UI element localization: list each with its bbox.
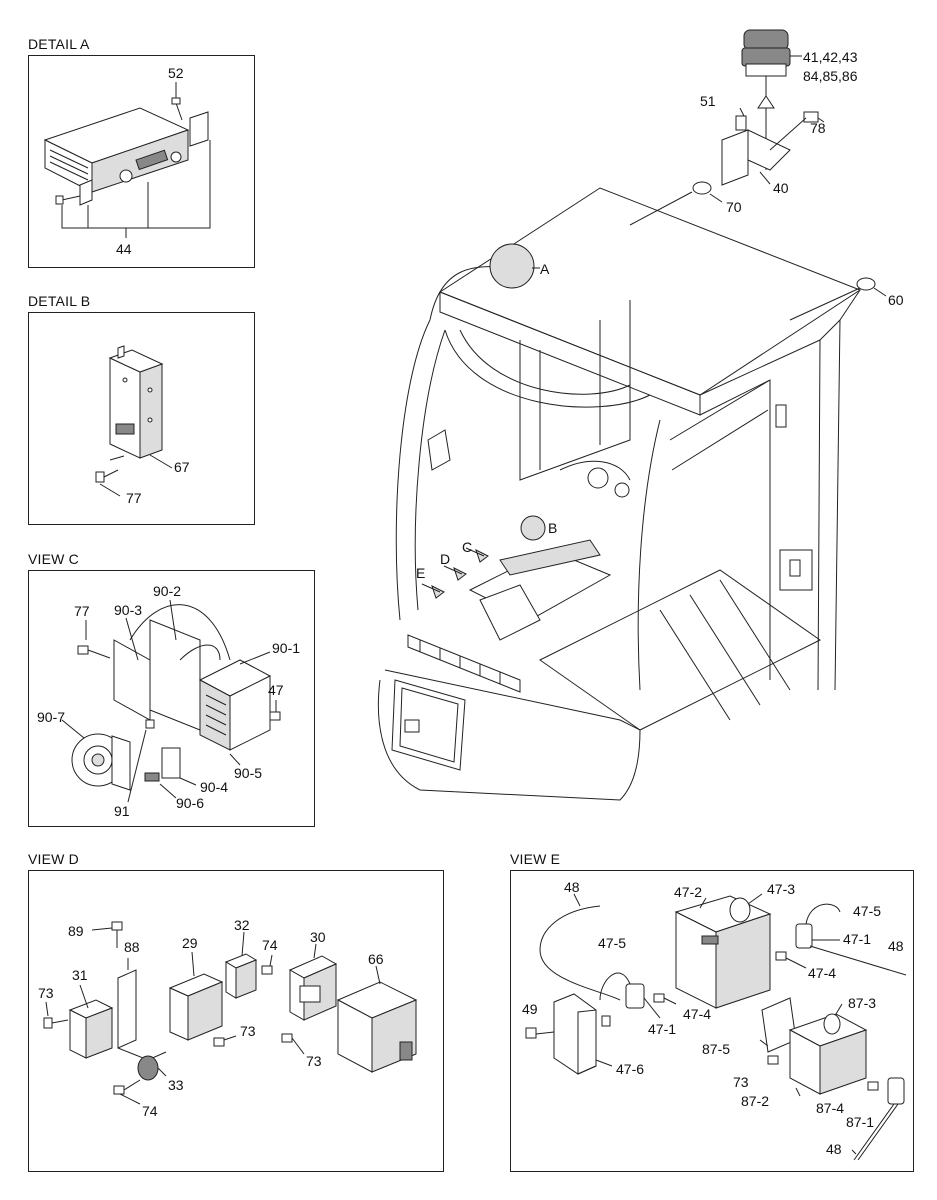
label-33: 33 — [168, 1077, 184, 1093]
label-d74a: 74 — [262, 937, 278, 953]
label-87-5: 87-5 — [702, 1041, 730, 1057]
label-d74b: 74 — [142, 1103, 158, 1119]
bracket-box-drawing — [95, 345, 173, 497]
label-91: 91 — [114, 803, 130, 819]
label-32: 32 — [234, 917, 250, 933]
label-90-5: 90-5 — [234, 765, 262, 781]
label-51: 51 — [700, 93, 716, 109]
cab-drawing — [377, 187, 862, 801]
label-87-4: 87-4 — [816, 1100, 844, 1116]
callout-b: B — [548, 520, 557, 536]
label-87-3: 87-3 — [848, 995, 876, 1011]
label-e73: 73 — [733, 1074, 749, 1090]
label-d73c: 73 — [306, 1053, 322, 1069]
beacon-assembly-drawing — [532, 29, 887, 321]
label-31: 31 — [72, 967, 88, 983]
label-77: 77 — [126, 490, 142, 506]
label-87-1: 87-1 — [846, 1114, 874, 1130]
label-84-85-86: 84,85,86 — [803, 68, 858, 84]
arrow-d: D — [440, 551, 450, 567]
label-e47-1a: 47-1 — [843, 931, 871, 947]
amplifier-assembly-drawing — [61, 599, 281, 803]
label-e48b: 48 — [888, 938, 904, 954]
callout-a: A — [540, 261, 550, 277]
label-c47: 47 — [268, 682, 284, 698]
label-70: 70 — [726, 199, 742, 215]
label-89: 89 — [68, 923, 84, 939]
radio-unit-drawing — [43, 82, 211, 238]
label-66: 66 — [368, 951, 384, 967]
arrow-c: C — [462, 539, 472, 555]
label-e48a: 48 — [564, 879, 580, 895]
label-e47-4b: 47-4 — [683, 1006, 711, 1022]
label-90-1: 90-1 — [272, 640, 300, 656]
label-40: 40 — [773, 180, 789, 196]
label-90-7: 90-7 — [37, 709, 65, 725]
view-d-title: VIEW D — [28, 851, 79, 867]
label-52: 52 — [168, 65, 184, 81]
label-47-2: 47-2 — [674, 884, 702, 900]
label-29: 29 — [182, 935, 198, 951]
label-47-3: 47-3 — [767, 881, 795, 897]
label-41-42-43: 41,42,43 — [803, 49, 858, 65]
view-e-title: VIEW E — [510, 851, 561, 867]
label-88: 88 — [124, 939, 140, 955]
label-90-4: 90-4 — [200, 779, 228, 795]
label-e48c: 48 — [826, 1141, 842, 1157]
arrow-e: E — [416, 565, 425, 581]
label-e47-1b: 47-1 — [648, 1021, 676, 1037]
label-c77: 77 — [74, 603, 90, 619]
label-47-6: 47-6 — [616, 1061, 644, 1077]
label-90-3: 90-3 — [114, 602, 142, 618]
label-60: 60 — [888, 292, 904, 308]
washer-tanks-drawing — [525, 893, 907, 1161]
label-44: 44 — [116, 241, 132, 257]
label-78: 78 — [810, 120, 826, 136]
label-e47-5b: 47-5 — [598, 935, 626, 951]
view-c-title: VIEW C — [28, 551, 79, 567]
label-87-2: 87-2 — [741, 1093, 769, 1109]
label-e47-5a: 47-5 — [853, 903, 881, 919]
label-d73b: 73 — [240, 1023, 256, 1039]
label-90-6: 90-6 — [176, 795, 204, 811]
detail-b-title: DETAIL B — [28, 293, 91, 309]
label-e47-4a: 47-4 — [808, 965, 836, 981]
label-90-2: 90-2 — [153, 583, 181, 599]
label-d73a: 73 — [38, 985, 54, 1001]
label-49: 49 — [522, 1001, 538, 1017]
label-67: 67 — [174, 459, 190, 475]
label-30: 30 — [310, 929, 326, 945]
control-modules-drawing — [43, 921, 418, 1105]
detail-a-title: DETAIL A — [28, 36, 90, 52]
